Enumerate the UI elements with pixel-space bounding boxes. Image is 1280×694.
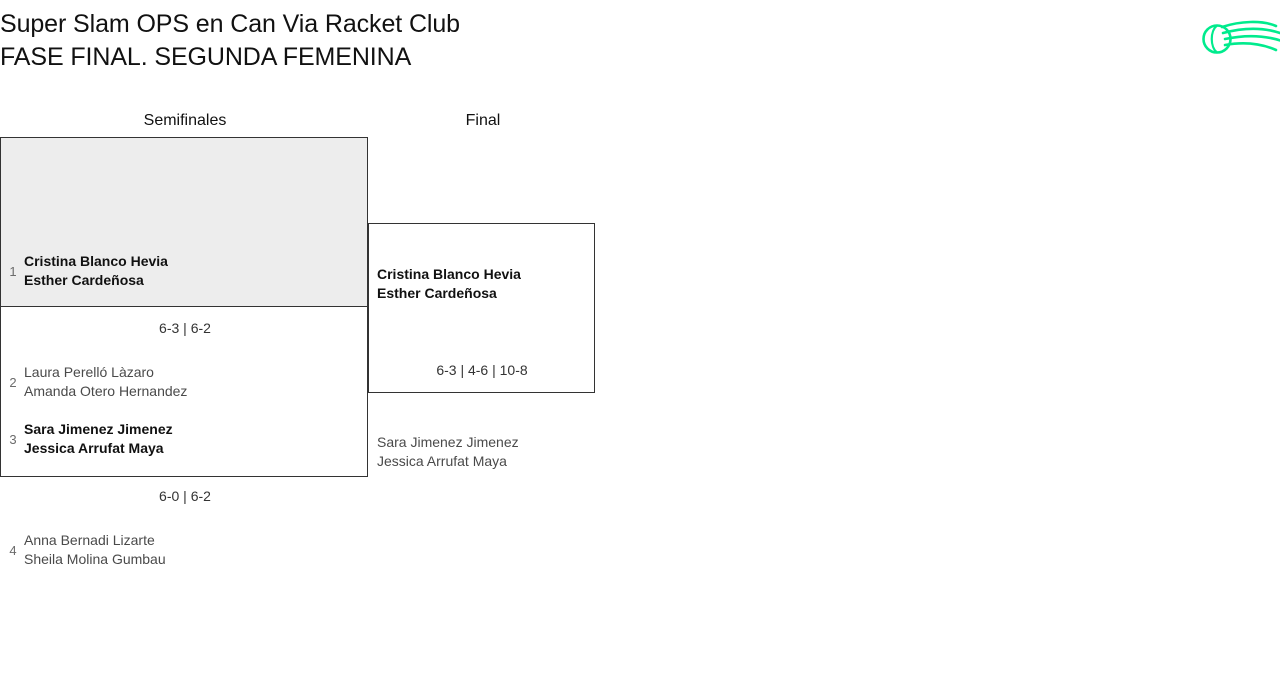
semifinal-1-team-bottom[interactable]: 2 Laura Perelló Làzaro Amanda Otero Hern… <box>2 363 187 401</box>
team-names: Cristina Blanco Hevia Esther Cardeñosa <box>24 252 168 290</box>
semifinals-column <box>0 137 368 477</box>
semifinal-match-1[interactable] <box>1 138 367 307</box>
semifinal-2-team-bottom[interactable]: 4 Anna Bernadi Lizarte Sheila Molina Gum… <box>2 531 166 569</box>
tennis-ball-swoosh-icon <box>1200 14 1280 64</box>
player-name: Amanda Otero Hernandez <box>24 383 188 399</box>
tournament-bracket: Semifinales Final 1 Cristina Blanco Hevi… <box>0 104 1280 567</box>
final-team-top[interactable]: Cristina Blanco Hevia Esther Cardeñosa <box>377 265 521 303</box>
team-names: Sara Jimenez Jimenez Jessica Arrufat May… <box>377 433 519 471</box>
team-names: Laura Perelló Làzaro Amanda Otero Hernan… <box>24 363 187 401</box>
team-names: Anna Bernadi Lizarte Sheila Molina Gumba… <box>24 531 166 569</box>
player-name: Laura Perelló Làzaro <box>24 364 154 380</box>
seed-number: 2 <box>9 374 17 390</box>
player-name: Cristina Blanco Hevia <box>24 253 168 269</box>
semifinal-1-score: 6-3 | 6-2 <box>159 320 211 336</box>
tournament-phase: FASE FINAL. SEGUNDA FEMENINA <box>0 43 412 71</box>
seed-number: 4 <box>9 542 17 558</box>
seed-number: 1 <box>9 263 17 279</box>
round-header-final: Final <box>465 112 501 129</box>
player-name: Sheila Molina Gumbau <box>24 551 166 567</box>
team-names: Cristina Blanco Hevia Esther Cardeñosa <box>377 265 521 303</box>
page-title: Super Slam OPS en Can Via Racket Club FA… <box>0 8 900 74</box>
player-name: Jessica Arrufat Maya <box>24 440 164 456</box>
player-name: Esther Cardeñosa <box>24 272 144 288</box>
final-match[interactable] <box>368 223 595 393</box>
tournament-name: Super Slam OPS en Can Via Racket Club <box>0 10 460 38</box>
semifinal-2-team-top[interactable]: 3 Sara Jimenez Jimenez Jessica Arrufat M… <box>2 420 173 458</box>
team-names: Sara Jimenez Jimenez Jessica Arrufat May… <box>24 420 173 458</box>
player-name: Anna Bernadi Lizarte <box>24 532 155 548</box>
player-name: Jessica Arrufat Maya <box>377 453 507 469</box>
seed-number: 3 <box>9 431 17 447</box>
round-header-semifinals: Semifinales <box>143 112 227 129</box>
player-name: Sara Jimenez Jimenez <box>377 434 519 450</box>
semifinal-1-team-top[interactable]: 1 Cristina Blanco Hevia Esther Cardeñosa <box>2 252 168 290</box>
semifinal-2-score: 6-0 | 6-2 <box>159 488 211 504</box>
page-header: Super Slam OPS en Can Via Racket Club FA… <box>0 0 1280 90</box>
player-name: Sara Jimenez Jimenez <box>24 421 173 437</box>
final-team-bottom[interactable]: Sara Jimenez Jimenez Jessica Arrufat May… <box>377 433 519 471</box>
player-name: Esther Cardeñosa <box>377 285 497 301</box>
final-score: 6-3 | 4-6 | 10-8 <box>436 362 528 378</box>
player-name: Cristina Blanco Hevia <box>377 266 521 282</box>
